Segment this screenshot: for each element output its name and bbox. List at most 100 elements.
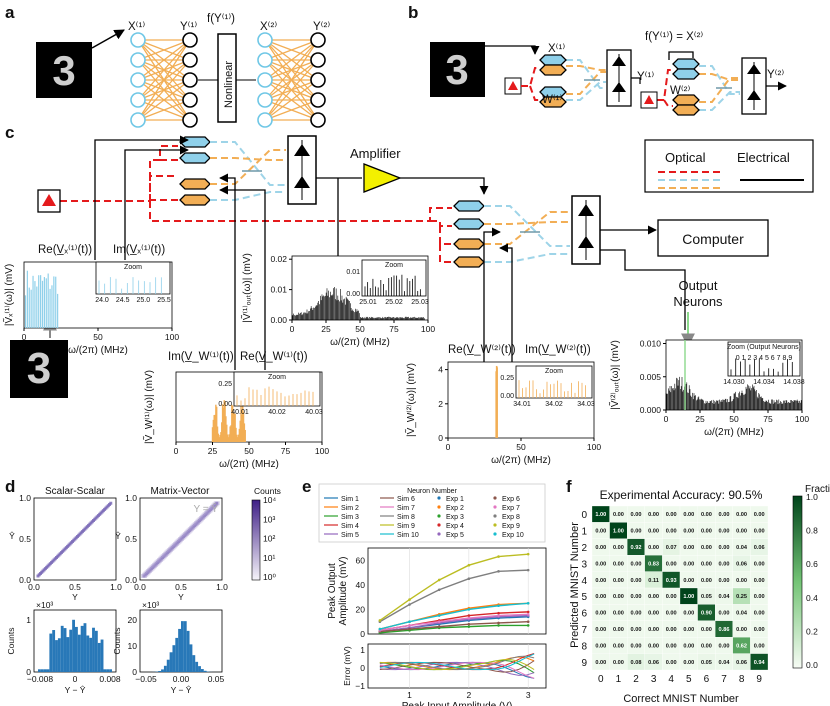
zoom-tick-label: 25.5 (157, 297, 171, 304)
zoom-tick-label: 40.02 (268, 409, 286, 416)
histogram-bar (75, 626, 78, 672)
nonlinear-box (217, 33, 237, 123)
y-tick-label: 20 (128, 615, 138, 625)
zoom-tick-label: 24.5 (116, 297, 130, 304)
error-line (379, 661, 535, 679)
sim-line (379, 614, 529, 633)
y-axis-label: Peak Output (327, 563, 338, 619)
cbar-tick-label: 1.0 (806, 492, 818, 502)
histogram-bar (186, 630, 190, 672)
density-cell (213, 501, 220, 506)
histogram-bar (200, 669, 204, 672)
y-axis-label: |Ṽ⁽²⁾ₒᵤₜ(ω)| (mV) (608, 340, 621, 410)
panel-d: d Scalar-Scalar Matrix-Vector 0.00.00.50… (5, 477, 281, 695)
heatmap-cell-value: 0.00 (736, 529, 747, 535)
modulator-network-b (521, 54, 740, 116)
label-x1: X⁽¹⁾ (128, 20, 145, 33)
y-tick-label: 0 (132, 667, 137, 677)
error-axes (367, 643, 547, 689)
modulator-hexagon (539, 64, 567, 76)
zoom-ytick-label: 0.00 (346, 291, 360, 298)
label-b-y1: Y⁽¹⁾ (637, 70, 654, 83)
x-tick-label: 100 (795, 414, 809, 424)
neuron-node (310, 52, 326, 68)
neuron-node (130, 72, 146, 88)
d-colorbar (251, 499, 261, 581)
legend-exp-label: Exp 1 (446, 496, 464, 503)
sim-line (379, 569, 529, 623)
modulator-hexagon (179, 194, 211, 206)
exp-point (497, 614, 500, 617)
legend-exp-label: Exp 10 (502, 532, 524, 539)
y-tick-label: 0 (438, 433, 443, 443)
x-tick-label: 0 (664, 414, 669, 424)
optical-path (529, 85, 540, 101)
legend-sim-label: Sim 10 (397, 532, 419, 539)
cbar-tick-label: 0.2 (806, 626, 818, 636)
heatmap-cell-value: 0.00 (666, 611, 677, 617)
y-axis-label: Counts (6, 628, 16, 655)
cbar-tick-label: 0.4 (806, 593, 818, 603)
zoom-ytick-label: 0.00 (218, 401, 232, 408)
optical-path (699, 91, 740, 111)
heatmap-cell-value: 0.00 (595, 594, 606, 600)
x-tick-label: 0.0 (28, 582, 40, 592)
histogram-bar (203, 670, 207, 672)
histogram-bar (161, 669, 164, 672)
heatmap-cell-value: 0.00 (701, 643, 712, 649)
d-cbar-label: Counts (254, 486, 281, 496)
histogram-bar (103, 669, 107, 672)
exp-point (467, 577, 471, 581)
x-tick-label: 1.0 (216, 582, 228, 592)
panel-b: b 3 X⁽¹⁾ W⁽¹⁾ Y⁽¹⁾ f(Y⁽¹⁾) = X⁽²⁾ W⁽²⁾ Y… (408, 3, 787, 116)
y-tick-label: 0 (26, 667, 31, 677)
x-tick-label: 75 (281, 446, 291, 456)
neuron-node (182, 32, 198, 48)
heatmap-cell-value: 0.08 (631, 660, 642, 666)
legend-exp-label: Exp 9 (502, 523, 520, 530)
x-tick-label: 25 (695, 414, 705, 424)
legend-swatch-exp (493, 514, 497, 518)
legend-swatch-exp (437, 532, 441, 536)
x-tick-label: 2 (633, 674, 639, 685)
x-tick-label: 4 (668, 674, 674, 685)
legend-exp-label: Exp 5 (446, 532, 464, 539)
heatmap-cell-value: 0.00 (683, 643, 694, 649)
cbar-tick-label: 10⁴ (263, 495, 276, 505)
zoom-tick-label: 25.01 (359, 299, 377, 306)
cbar-tick-label: 10¹ (263, 553, 275, 563)
neuron-node (257, 72, 273, 88)
histogram-bar (69, 629, 73, 672)
exp-point (467, 625, 471, 628)
x-axis-label: Peak Input Amplitude (V) (402, 701, 513, 706)
heatmap-cell-value: 0.00 (736, 627, 747, 633)
y-tick-label: 0.005 (640, 372, 662, 382)
y-tick-label: 0.0 (19, 575, 31, 585)
amplifier-label: Amplifier (350, 146, 401, 161)
x-tick-label: 50 (355, 324, 365, 334)
histogram-bar (192, 655, 196, 672)
heatmap-cell-value: 0.25 (736, 594, 747, 600)
x-tick-label: 3 (651, 674, 657, 685)
heatmap-cell-value: 0.00 (631, 578, 642, 584)
y-tick-label: 0 (360, 663, 365, 673)
svg-text:3: 3 (52, 47, 75, 94)
y-tick-label: 1.0 (125, 493, 137, 503)
legend-sim-label: Sim 6 (397, 496, 415, 503)
x-tick-label: 0.5 (69, 582, 81, 592)
optical-path (566, 71, 606, 95)
optical-path (430, 220, 452, 227)
heatmap-cell-value: 0.05 (701, 660, 712, 666)
neuron-node (130, 32, 146, 48)
neuron-node (310, 92, 326, 108)
legend-sim-label: Sim 9 (397, 523, 415, 530)
histogram-bar (77, 634, 81, 672)
heatmap-cell-value: 0.00 (613, 627, 624, 633)
connection-edge (137, 39, 191, 81)
heatmap-cell-value: 0.00 (613, 512, 624, 518)
heatmap-cell-value: 0.00 (754, 627, 765, 633)
heatmap-cell-value: 0.00 (683, 611, 694, 617)
histogram-bar (195, 661, 199, 672)
